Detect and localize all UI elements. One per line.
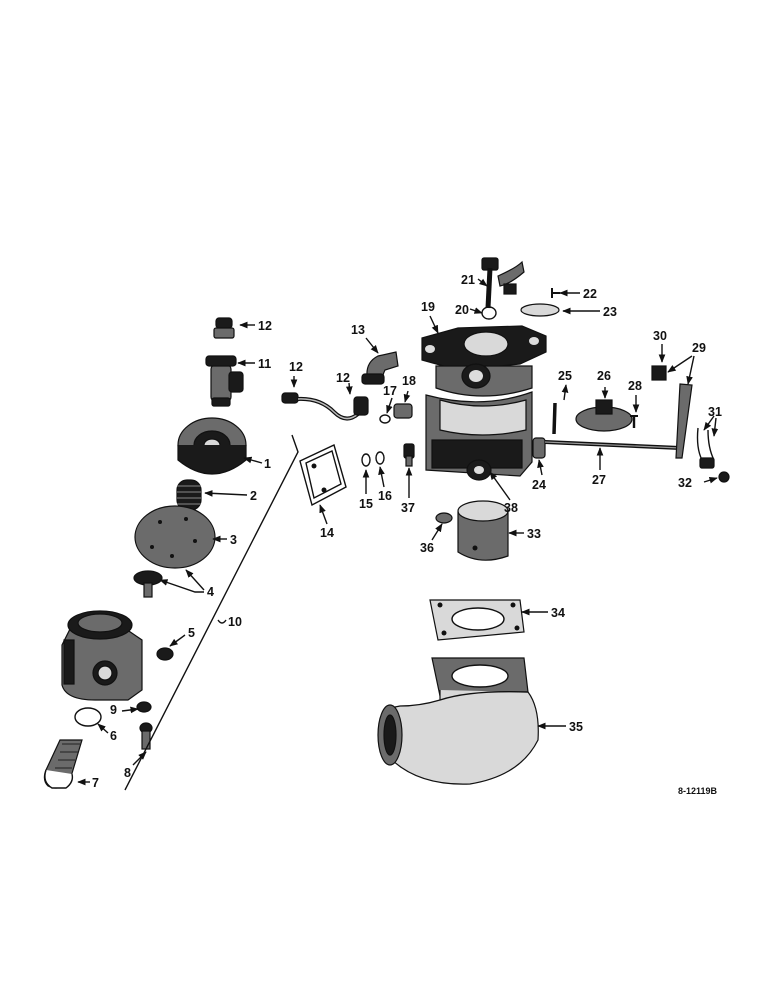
part-29-lever [675,383,693,459]
part-16-ring [375,451,385,465]
callout-8: 8 [124,766,131,780]
callout-22: 22 [583,287,597,301]
part-17-washer [379,414,391,424]
part-15-ring [361,453,371,467]
part-12-fitting-top [213,317,235,339]
callout-13: 13 [351,323,365,337]
callout-labels: 12 11 12 12 13 1 2 3 4 5 10 9 6 7 8 14 1… [92,273,722,790]
callout-23: 23 [603,305,617,319]
part-33-sleeve [457,500,509,561]
part-32-nut [718,471,730,483]
callout-17: 17 [383,384,397,398]
part-2-spring [176,479,202,511]
callout-38: 38 [504,501,518,515]
part-24-fitting [532,437,546,459]
part-23-disc [520,303,560,317]
part-13-elbow [361,351,399,385]
callout-12-top: 12 [258,319,272,333]
callout-31: 31 [708,405,722,419]
callout-12-elbow: 12 [336,371,350,385]
part-22-screw [551,288,560,298]
part-25-pin [552,402,557,435]
callout-3: 3 [230,533,237,547]
part-1-strainer-cover [177,417,247,475]
part-38-plug [466,459,492,481]
part-12-fuel-line [281,392,369,421]
callout-21: 21 [461,273,475,287]
callout-2: 2 [250,489,257,503]
part-6-washer [74,707,102,727]
callout-20: 20 [455,303,469,317]
callout-14: 14 [320,526,334,540]
part-20-washer [481,306,497,320]
bracket-tick [217,619,227,624]
callout-7: 7 [92,776,99,790]
part-28-screw [630,415,638,428]
part-31-clip [696,427,715,469]
part-3-strainer-plate [134,505,216,569]
callout-12-line: 12 [289,360,303,374]
part-5-plug [156,647,174,661]
part-34-gasket [429,599,525,641]
leader-lines [77,278,719,786]
part-7-bowl-filter [43,739,83,789]
callout-26: 26 [597,369,611,383]
part-9-nut [136,701,152,713]
callout-30: 30 [653,329,667,343]
callout-5: 5 [188,626,195,640]
part-30-plate [651,365,667,381]
callout-32: 32 [678,476,692,490]
callout-27: 27 [592,473,606,487]
callout-18: 18 [402,374,416,388]
part-18-sleeve [393,403,413,419]
part-27-throttle-shaft [544,440,681,450]
callout-19: 19 [421,300,435,314]
part-36-screw [435,512,453,524]
part-11-tee-fitting [205,355,244,407]
callout-11: 11 [258,357,271,371]
callout-15: 15 [359,497,373,511]
part-26-throttle-disc [575,399,633,432]
callout-16: 16 [378,489,392,503]
callout-36: 36 [420,541,434,555]
part-35-elbow [377,657,539,785]
part-14-gasket [299,444,347,507]
callout-29: 29 [692,341,706,355]
callout-4: 4 [207,585,214,599]
callout-1: 1 [264,457,271,471]
callout-34: 34 [551,606,565,620]
callout-6: 6 [110,729,117,743]
part-10-strainer-body [61,610,143,701]
callout-24: 24 [532,478,546,492]
callout-33: 33 [527,527,541,541]
part-8-screw [139,722,153,750]
callout-9: 9 [110,703,117,717]
figure-reference: 8-12119B [678,786,718,796]
part-4-valve [133,570,163,598]
callout-37: 37 [401,501,415,515]
callout-10: 10 [228,615,242,629]
callout-25: 25 [558,369,572,383]
part-37-jet [403,443,415,467]
callout-28: 28 [628,379,642,393]
part-19-carburetor-body [421,325,547,477]
assembly-bracket [124,434,299,791]
part-21-choke-lever [481,257,525,309]
callout-35: 35 [569,720,583,734]
